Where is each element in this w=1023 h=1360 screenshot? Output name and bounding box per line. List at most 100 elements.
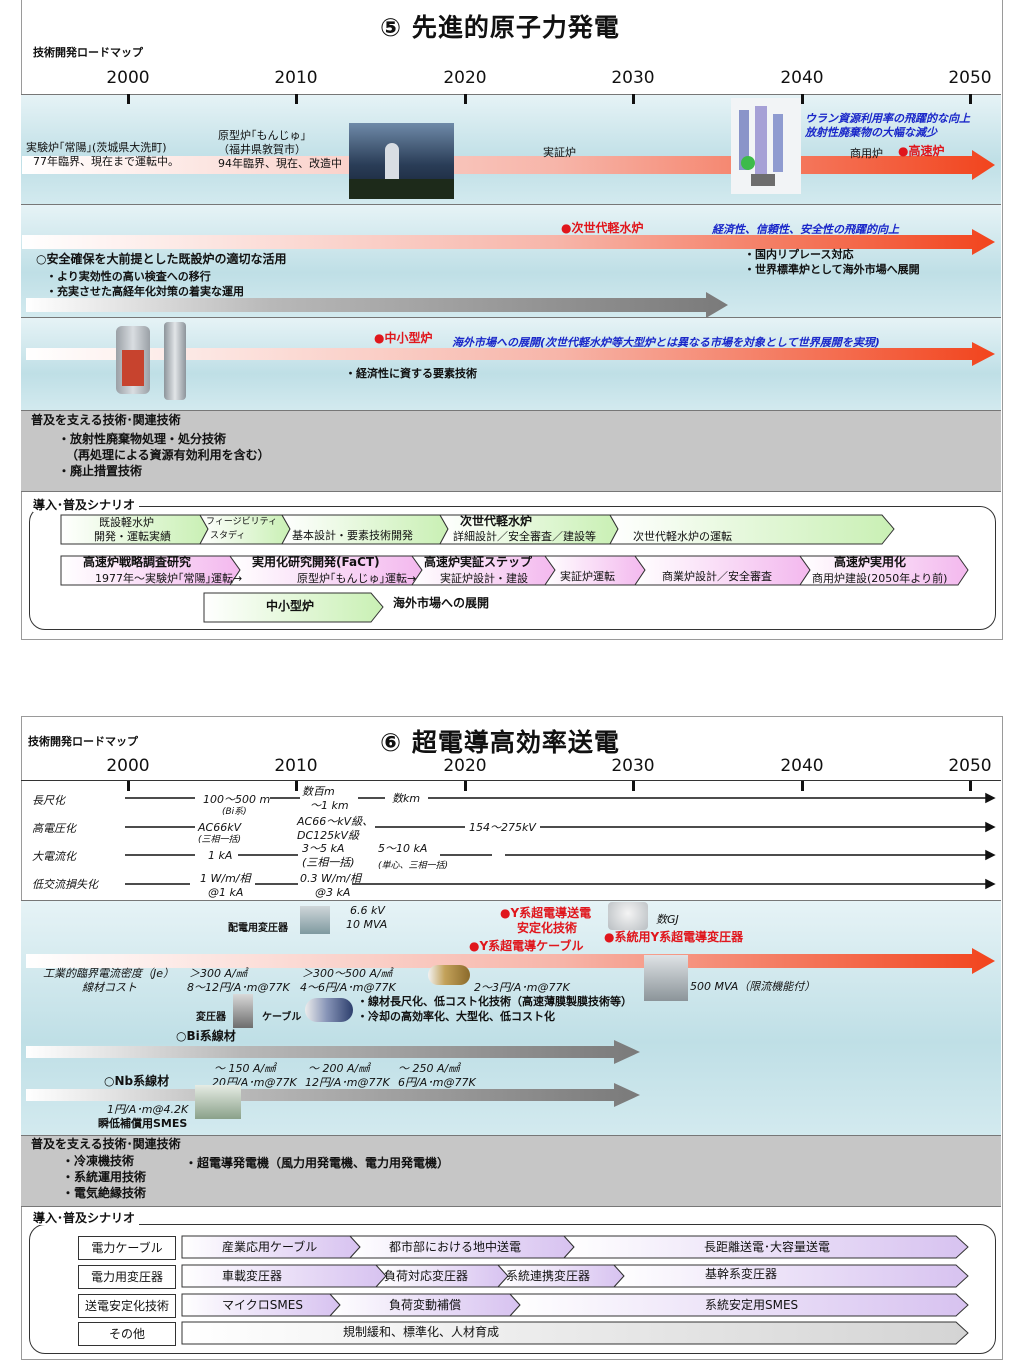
year-label: 2030 [603,756,663,776]
commercial-construction: 商用炉建設(2050年より前) [812,572,947,585]
loss-v1b: @1 kA [208,886,243,899]
voltage-v1b: (三相一括) [198,834,241,847]
year-label: 2010 [266,68,326,88]
current-v2b: (三相一括) [302,856,355,869]
support6-1: ・冷凍機技術 [62,1155,134,1168]
page-title-2: ⑥ 超電導高効率送電 [380,723,620,759]
support-tech-title-2: 普及を支える技術･関連技術 [31,1138,181,1151]
demo-reactor-text: 実証炉 [543,146,576,159]
dist-transformer-image [300,906,330,934]
cost-label: 線材コスト [82,981,137,994]
performance-lines [0,790,1000,890]
current-v3b: (単心、三相一括) [378,860,448,873]
transformer-500-image [644,955,688,1001]
industrial-cable: 産業応用ケーブル [222,1241,317,1254]
y-transformer: ●系統用Y系超電導変圧器 [604,930,743,945]
urban-underground: 都市部における地中送電 [389,1241,521,1254]
existing-lwr-2: 開発・運転実績 [94,530,171,543]
bi-cable-label: ケーブル [262,1011,301,1024]
grid-transformer: 系統連携変圧器 [506,1270,590,1283]
next-lwr-label: ●次世代軽水炉 [561,221,643,236]
demo-operation: 実証炉運転 [560,570,615,583]
year-label: 2030 [603,68,663,88]
nb-wire-arrow [0,1082,700,1108]
year-label: 2000 [98,756,158,776]
smr-image [112,320,202,400]
monju-text: 原型炉｢もんじゅ｣ [218,129,306,142]
smr-step: 中小型炉 [266,600,314,613]
length-v1: 100～500 m [203,793,270,806]
vehicle-transformer: 車載変圧器 [222,1270,282,1283]
bi-transformer-image [233,994,253,1028]
smr-label: ●中小型炉 [374,331,432,346]
fact-rd: 実用化研究開発(FaCT) [252,556,380,569]
monju-text-2: （福井県敦賀市） [218,143,306,156]
next-lwr-operation: 次世代軽水炉の運転 [633,530,732,543]
row-label-loss: 低交流損失化 [32,878,98,891]
year-label: 2010 [266,756,326,776]
voltage-v3: 154～275kV [469,821,536,834]
basic-design: 基本設計・要素技術開発 [292,529,413,542]
voltage-v2b: DC125kV級 [297,829,359,842]
deregulation: 規制緩和、標準化、人材育成 [343,1326,499,1339]
year-label: 2040 [772,756,832,776]
loss-v2: 0.3 W/m/相 [300,872,361,885]
row-label-voltage: 高電圧化 [32,822,76,835]
fbr-benefit-2: 放射性廃棄物の大幅な減少 [805,126,937,139]
current-v2: 3～5 kA [302,842,344,855]
nb-f1: ～ 250 A/㎟ [398,1062,459,1075]
je-a1: ＞300 A/㎟ [189,967,247,980]
year-tick [295,94,298,104]
support-tech-1: ・放射性廃棄物処理・処分技術 [58,433,226,446]
length-v1b: (Bi系) [222,806,247,819]
year-tick [801,94,804,104]
next-lwr-benefit: 経済性、信頼性、安全性の飛躍的向上 [712,223,899,236]
je-label: 工業的臨界電流密度（Je） [43,967,174,980]
year-label: 2050 [940,756,1000,776]
joyo-operation: 1977年～実験炉｢常陽｣運転→ [95,572,242,585]
fbr-benefit-1: ウラン資源利用率の飛躍的な向上 [805,112,970,125]
scenario-label-transformer: 電力用変圧器 [78,1265,176,1289]
fbr-strategy: 高速炉戦略調査研究 [83,556,191,569]
current-v1: 1 kA [208,849,232,862]
scenario-label-stability: 送電安定化技術 [78,1294,176,1318]
grid-smes: 系統安定用SMES [705,1299,798,1312]
lwr-replace-text: ・国内リプレース対応 [744,248,853,261]
je-a2: 8～12円/A･m@77K [187,981,290,994]
long-distance: 長距離送電･大容量送電 [704,1241,830,1254]
support6-3: ・電気絶縁技術 [62,1187,146,1200]
smes-photo [195,1085,241,1119]
y-stability-1: ●Y系超電導送電 [500,906,591,921]
wire-tech-2: ・冷却の高効率化、大型化、低コスト化 [357,1010,555,1023]
year-label: 2020 [435,756,495,776]
support6-2: ・系統運用技術 [62,1171,146,1184]
commercial-reactor-text: 商用炉 [850,147,883,160]
support-tech-2: （再処理による資源有効利用を含む） [66,449,270,462]
fbr-practical: 高速炉実用化 [834,556,906,569]
monju-photo [349,123,454,199]
scenario-title: 導入･普及シナリオ [33,499,139,512]
load-compensation: 負荷変動補償 [389,1299,461,1312]
voltage-v1: AC66kV [198,821,241,834]
scenario-label-cable: 電力ケーブル [78,1236,176,1260]
mva-500: 500 MVA（限流機能付） [690,980,815,993]
detailed-design: 詳細設計／安全審査／建設等 [453,530,596,543]
wire-tech-1: ・線材長尺化、低コスト化技術（高速薄膜製膜技術等） [357,995,632,1008]
length-v2b: ～1 km [310,799,349,812]
joyo-text: 実験炉｢常陽｣(茨城県大洗町) [26,141,167,154]
existing-reactor-item-2: ・より実効性の高い検査への移行 [46,270,211,283]
scenario-title-2: 導入･普及シナリオ [33,1212,139,1225]
existing-lwr: 既設軽水炉 [99,516,154,529]
y-stability-2: 安定化技術 [517,921,577,936]
length-v3: 数km [392,792,420,805]
smr-item: ・経済性に資する要素技術 [345,367,477,380]
year-label: 2020 [435,68,495,88]
year-tick [632,94,635,104]
backbone-transformer: 基幹系変圧器 [705,1268,777,1281]
roadmap-label: 技術開発ロードマップ [33,46,143,60]
lwr-world-text: ・世界標準炉として海外市場へ展開 [744,263,920,276]
year-label: 2000 [98,68,158,88]
fbr-label: ●高速炉 [898,144,944,159]
scenario-label-other: その他 [78,1322,176,1346]
year-tick [969,94,972,104]
